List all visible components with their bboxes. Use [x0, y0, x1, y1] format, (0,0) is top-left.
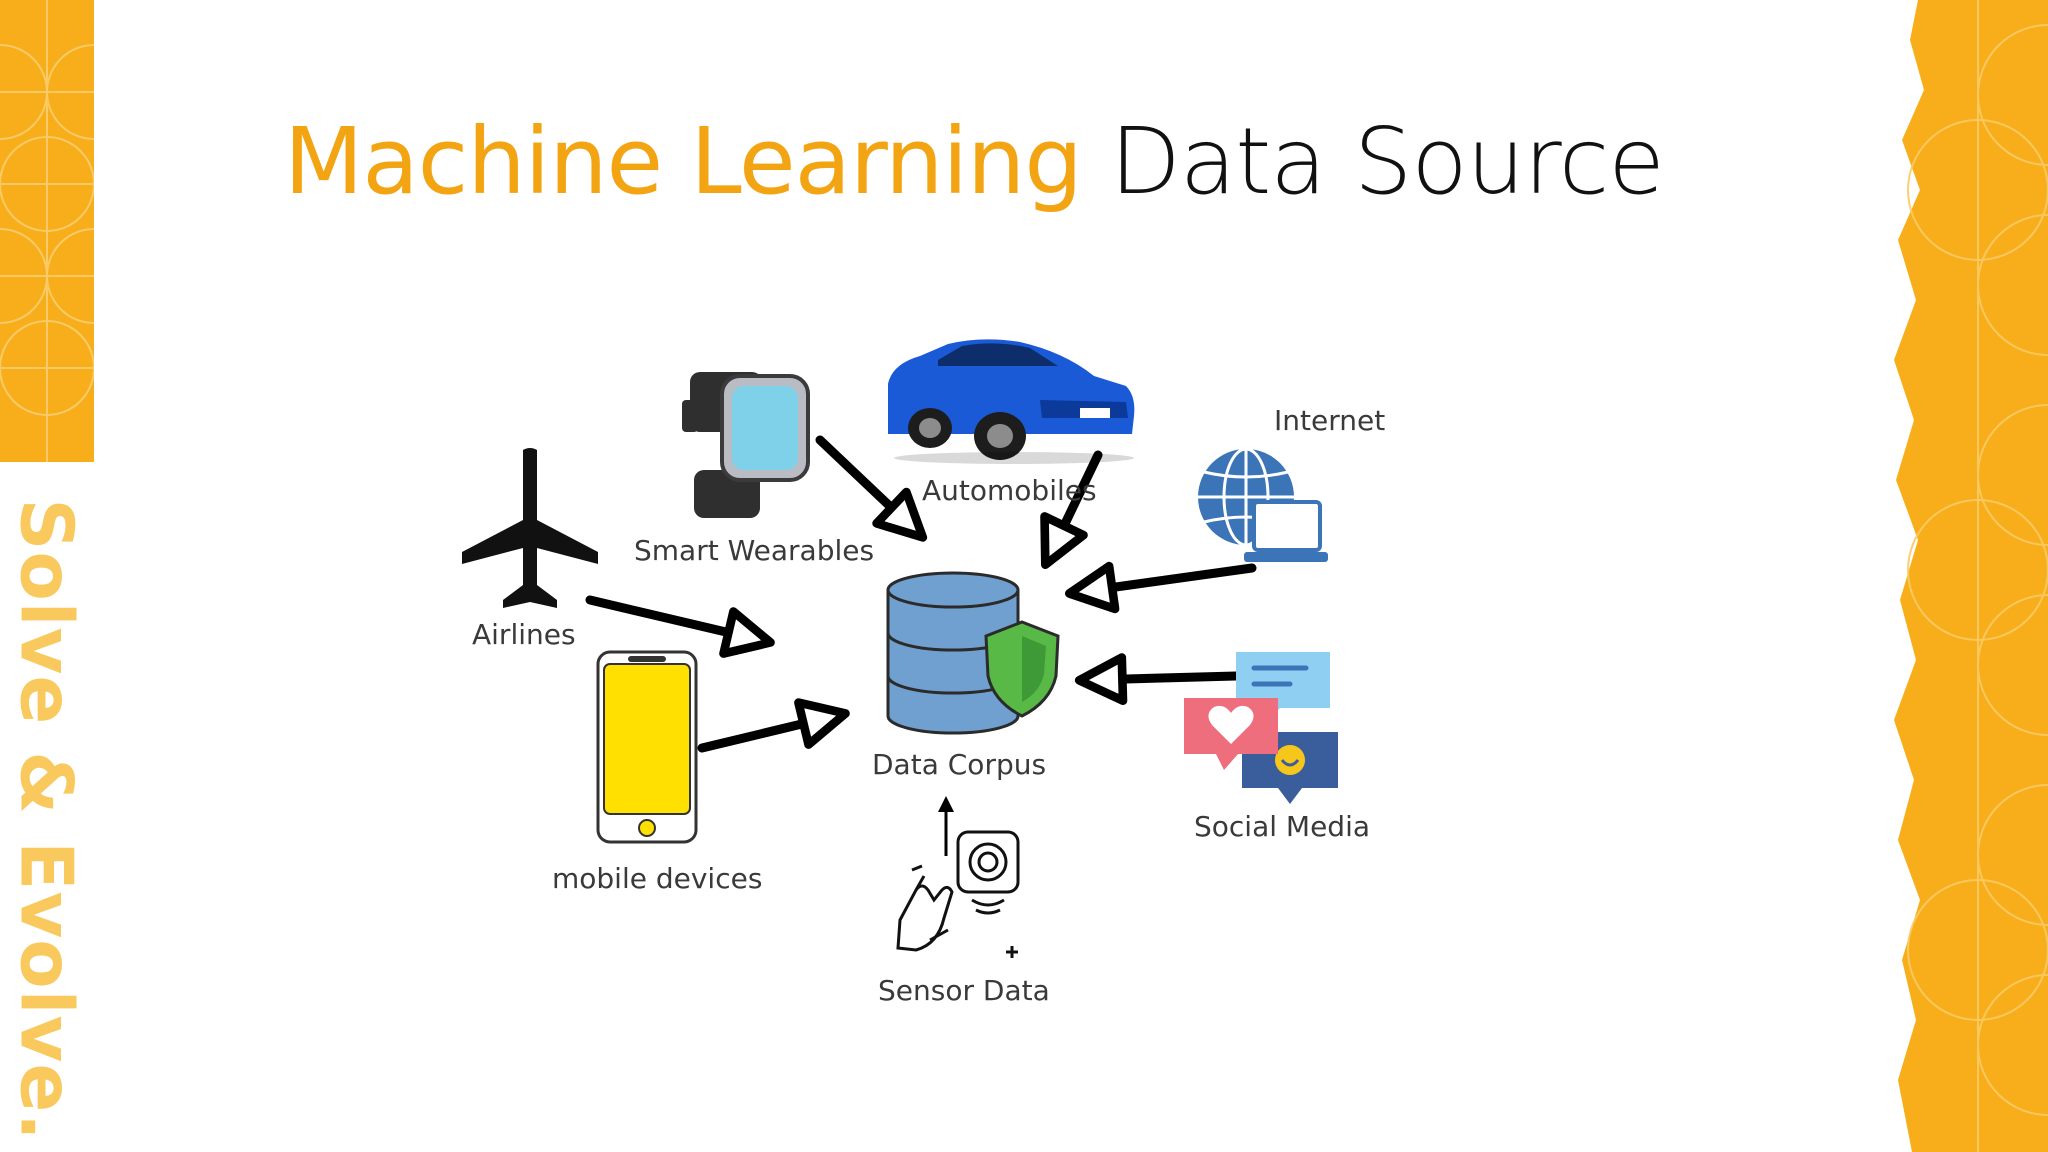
arrow-wearables	[815, 435, 928, 542]
title-accent: Machine Learning	[284, 108, 1083, 215]
arrows	[585, 435, 1257, 753]
label-airlines: Airlines	[472, 618, 576, 651]
arrow-airlines	[585, 595, 775, 658]
arrow-automobiles	[1040, 450, 1103, 570]
smartphone-icon	[596, 650, 698, 844]
label-mobile-devices: mobile devices	[552, 862, 763, 895]
left-decor-band	[0, 0, 94, 462]
label-sensor-data: Sensor Data	[878, 974, 1050, 1007]
torn-paper-pattern-icon	[1894, 0, 2048, 1152]
label-data-corpus: Data Corpus	[872, 748, 1047, 781]
label-automobiles: Automobiles	[922, 474, 1097, 507]
arrow-social	[1074, 653, 1241, 706]
touch-sensor-icon	[896, 830, 1020, 958]
label-social-media: Social Media	[1194, 810, 1371, 843]
arrow-internet	[1064, 561, 1257, 614]
band-pattern-icon	[0, 0, 94, 462]
airplane-icon	[462, 448, 598, 608]
title-rest: Data Source	[1110, 108, 1665, 215]
arrow-sensor	[938, 796, 954, 856]
slide-title: Machine Learning Data Source	[284, 108, 1665, 215]
label-smart-wearables: Smart Wearables	[634, 534, 875, 567]
arrow-mobile	[697, 698, 850, 753]
chat-bubbles-icon	[1184, 652, 1338, 804]
smartwatch-icon	[682, 372, 810, 518]
label-internet: Internet	[1274, 404, 1386, 437]
database-shield-icon	[886, 571, 1060, 735]
car-icon	[888, 339, 1135, 464]
right-decor-band	[1858, 0, 2048, 1152]
globe-laptop-icon	[1198, 447, 1328, 562]
